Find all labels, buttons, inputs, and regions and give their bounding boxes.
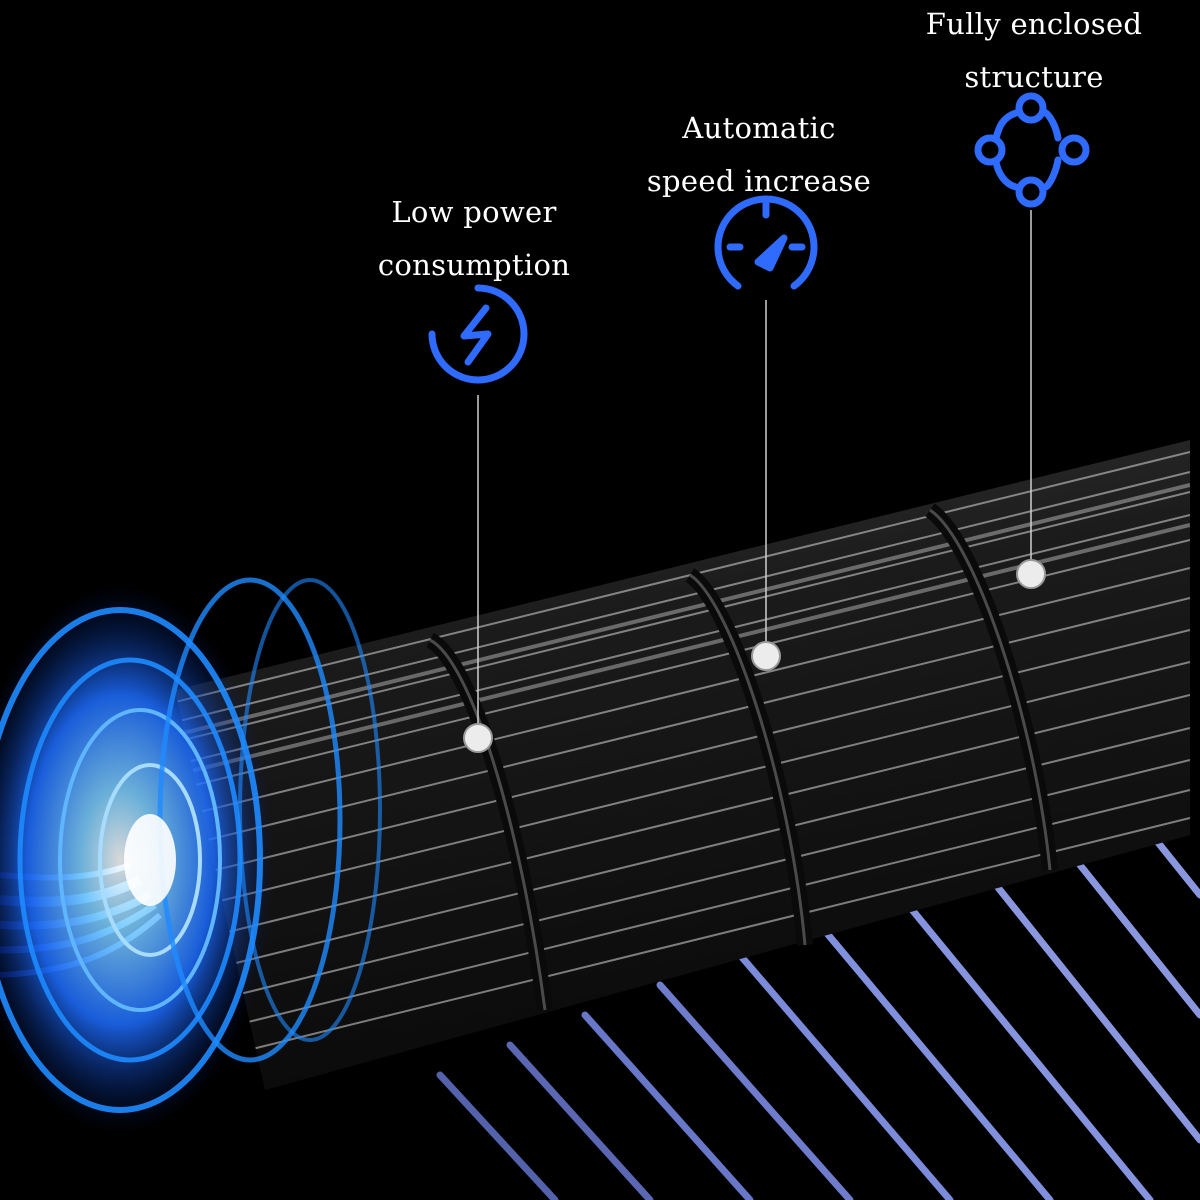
feature-label-line-2: structure [964, 60, 1104, 94]
callout-markers [463, 559, 1046, 753]
feature-label-line-1: Fully enclosed [925, 7, 1143, 41]
feature-label-line-1: Automatic [682, 111, 836, 145]
feature-label-line-2: speed increase [646, 164, 872, 198]
enclosed-structure-icon [974, 92, 1090, 208]
speedometer-icon [714, 195, 818, 290]
feature-label-auto-speed: Automatic speed increase [599, 102, 919, 208]
feature-label-enclosed: Fully enclosed structure [874, 0, 1194, 104]
callout-lines [477, 210, 1032, 735]
marker-dot-low-power [463, 723, 493, 753]
feature-label-line-2: consumption [377, 248, 571, 282]
lightning-bolt-icon [428, 284, 528, 384]
rotor-body [175, 440, 1190, 1090]
feature-label-line-1: Low power [391, 195, 557, 229]
marker-dot-auto-speed [751, 641, 781, 671]
feature-label-low-power: Low power consumption [314, 186, 634, 292]
marker-dot-enclosed [1016, 559, 1046, 589]
grille-rails [436, 816, 1200, 1200]
glowing-end-cap [0, 577, 382, 1135]
